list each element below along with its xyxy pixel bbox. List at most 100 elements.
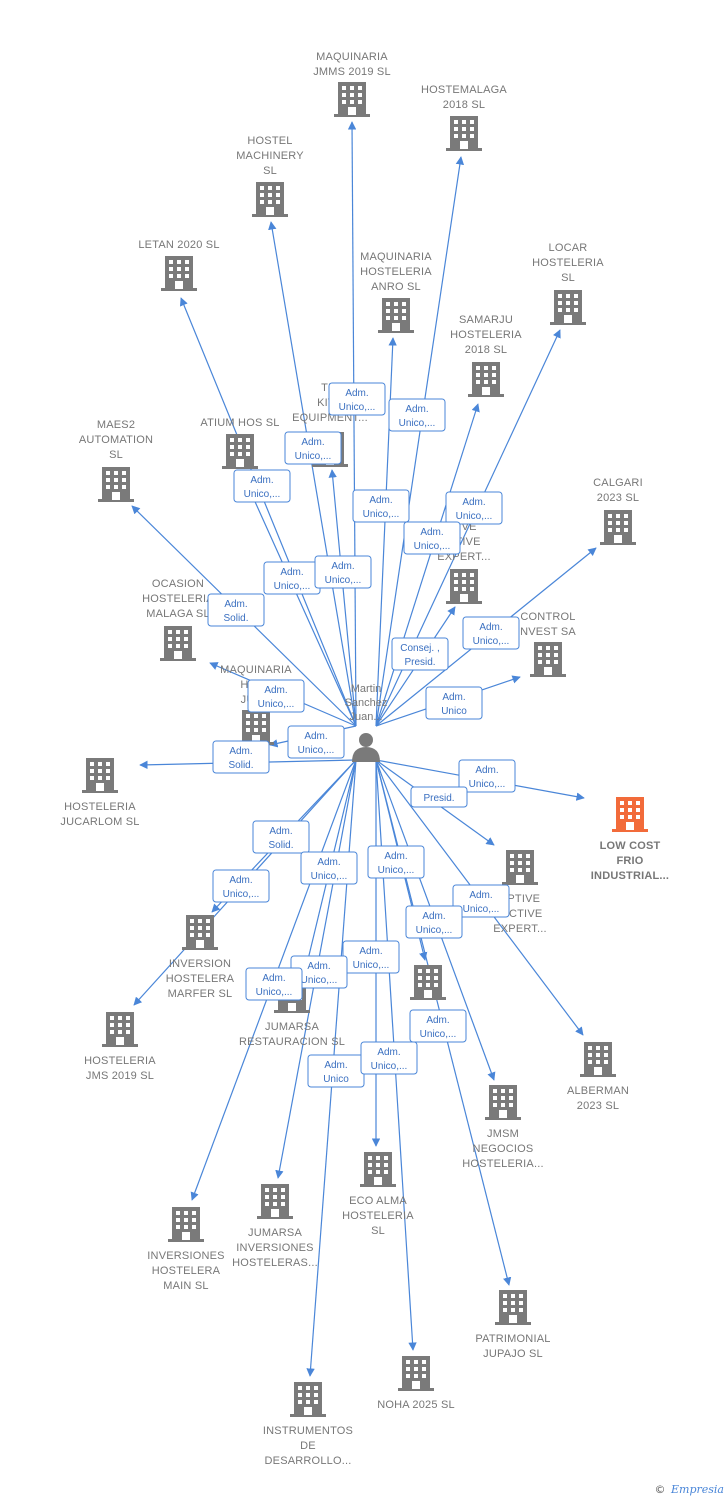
- company-label-n23-line-2: 2023 SL: [577, 1100, 619, 1112]
- edge-role-tag[interactable]: Adm.Unico,...: [352, 489, 410, 523]
- edge-role-tag[interactable]: Adm.Unico,...: [212, 869, 270, 903]
- company-label-n10-line-1: MAES2: [97, 419, 135, 431]
- edge-role-text: Adm.: [405, 404, 428, 415]
- company-label-n30-line-3: DESARROLLO...: [265, 1455, 352, 1467]
- company-label-n5-line-1: MAQUINARIA: [360, 251, 432, 263]
- company-label-n13-line-1: OCASION: [152, 578, 204, 590]
- edge-role-tag[interactable]: Adm.Unico,...: [287, 725, 345, 759]
- company-label-n3-line-1: HOSTEL: [247, 135, 292, 147]
- edge-role-tag[interactable]: Adm.Unico,...: [247, 679, 305, 713]
- company-label-n24-line-3: HOSTELERIA...: [462, 1158, 543, 1170]
- edge-role-text: Adm.: [462, 497, 485, 508]
- edge-role-tag[interactable]: Adm.Unico,...: [284, 431, 342, 465]
- company-label-n17-line-1: LOW COST: [600, 840, 661, 852]
- company-node-n29[interactable]: NOHA 2025 SL: [377, 1356, 455, 1411]
- edge-role-text: Unico,...: [456, 511, 493, 522]
- edge-role-tag[interactable]: Adm.Unico,...: [409, 1009, 467, 1043]
- company-node-n26[interactable]: JUMARSAINVERSIONESHOSTELERAS...: [232, 1184, 318, 1269]
- company-label-n2-line-1: HOSTEMALAGA: [421, 84, 507, 96]
- edge-role-tag[interactable]: Adm.Solid.: [252, 820, 310, 854]
- company-node-n2[interactable]: HOSTEMALAGA 2018 SL: [421, 84, 507, 151]
- edge-role-tag[interactable]: Adm.Unico,...: [360, 1041, 418, 1075]
- building-icon: [290, 1382, 326, 1417]
- company-label-n25-line-2: HOSTELERIA: [342, 1210, 414, 1222]
- edge-role-tag[interactable]: Adm.Unico,...: [328, 382, 386, 416]
- brand-footer: © Empresia: [655, 1483, 725, 1496]
- edge-role-tag[interactable]: Adm.Unico,...: [388, 398, 446, 432]
- company-label-n27-line-2: HOSTELERA: [152, 1265, 221, 1277]
- building-icon: [580, 1042, 616, 1077]
- edge-role-tag[interactable]: Adm.Solid.: [207, 593, 265, 627]
- company-label-n15-line-1: MAQUINARIA: [220, 664, 292, 676]
- company-label-n9-line-1: ATIUM HOS SL: [200, 417, 279, 429]
- center-label-line-1: Martin: [351, 683, 382, 695]
- company-node-n9[interactable]: ATIUM HOS SL: [200, 417, 279, 469]
- edge-role-tag[interactable]: Adm.Unico,...: [462, 616, 520, 650]
- building-icon: [485, 1085, 521, 1120]
- edge-role-tag[interactable]: Consej. ,Presid.: [391, 637, 449, 671]
- company-label-n3-line-3: SL: [263, 165, 277, 177]
- company-label-n2-line-2: 2018 SL: [443, 99, 485, 111]
- edge-role-tag[interactable]: Adm.Solid.: [212, 740, 270, 774]
- edge-role-text: Adm.: [369, 495, 392, 506]
- edge-role-tag[interactable]: Adm. Unico,...: [445, 491, 503, 525]
- company-node-n17[interactable]: LOW COSTFRIOINDUSTRIAL...: [591, 797, 669, 882]
- company-label-n21-line-1: JUMARSA: [265, 1021, 319, 1033]
- company-label-n21-line-2: RESTAURACION SL: [239, 1036, 345, 1048]
- company-node-n21[interactable]: JUMARSA RESTAURACION SL: [239, 978, 345, 1048]
- building-icon: [98, 467, 134, 502]
- company-node-n4[interactable]: LETAN 2020 SL: [138, 239, 219, 291]
- edge-role-tag[interactable]: Adm.Unico,...: [458, 759, 516, 793]
- edge-role-tag[interactable]: Adm.Unico: [425, 686, 483, 720]
- edge-role-tag[interactable]: Adm.Unico,...: [367, 845, 425, 879]
- edge-role-text: Adm.: [317, 857, 340, 868]
- edge-role-tag[interactable]: Adm.Unico,...: [233, 469, 291, 503]
- company-node-n24[interactable]: JMSMNEGOCIOSHOSTELERIA...: [462, 1085, 544, 1170]
- edge-role-text: Adm.: [331, 561, 354, 572]
- edge-role-text: Unico: [441, 706, 467, 717]
- company-label-n6-line-2: HOSTELERIA: [532, 257, 604, 269]
- edge-role-text: Unico,...: [416, 925, 453, 936]
- building-icon: [530, 642, 566, 677]
- company-label-n5-line-2: HOSTELERIA: [360, 266, 432, 278]
- edge-n7: [375, 403, 480, 727]
- edge-role-tag[interactable]: Adm.Unico,...: [403, 521, 461, 555]
- edge-role-tag[interactable]: Adm.Unico,...: [405, 905, 463, 939]
- building-icon: [502, 850, 538, 885]
- edge-role-tag[interactable]: Adm.Unico: [307, 1054, 365, 1088]
- edge-role-tag[interactable]: Adm.Unico,...: [342, 940, 400, 974]
- edge-role-tag[interactable]: Presid.: [410, 786, 468, 808]
- building-icon: [378, 298, 414, 333]
- edge-role-text: Adm.: [469, 890, 492, 901]
- edge-role-text: Adm.: [301, 437, 324, 448]
- company-node-n30[interactable]: INSTRUMENTOSDEDESARROLLO...: [263, 1382, 353, 1467]
- edge-role-tag[interactable]: Adm.Unico,...: [245, 967, 303, 1001]
- edge-role-text: Adm.: [304, 731, 327, 742]
- edge-role-tag[interactable]: Adm.Unico,...: [263, 561, 321, 595]
- center-person-node[interactable]: Martin Sanchez Juan...: [345, 683, 388, 762]
- company-label-n6-line-3: SL: [561, 272, 575, 284]
- edge-role-text: Presid.: [404, 657, 435, 668]
- edge-role-tag[interactable]: Adm.Unico,...: [452, 884, 510, 918]
- building-icon: [612, 797, 648, 832]
- edge-role-tag[interactable]: Adm.Unico,...: [300, 851, 358, 885]
- edge-role-text: Unico,...: [274, 581, 311, 592]
- edge-role-tag[interactable]: Adm.Unico,...: [314, 555, 372, 589]
- company-label-n14-line-1: CONTROL: [520, 611, 575, 623]
